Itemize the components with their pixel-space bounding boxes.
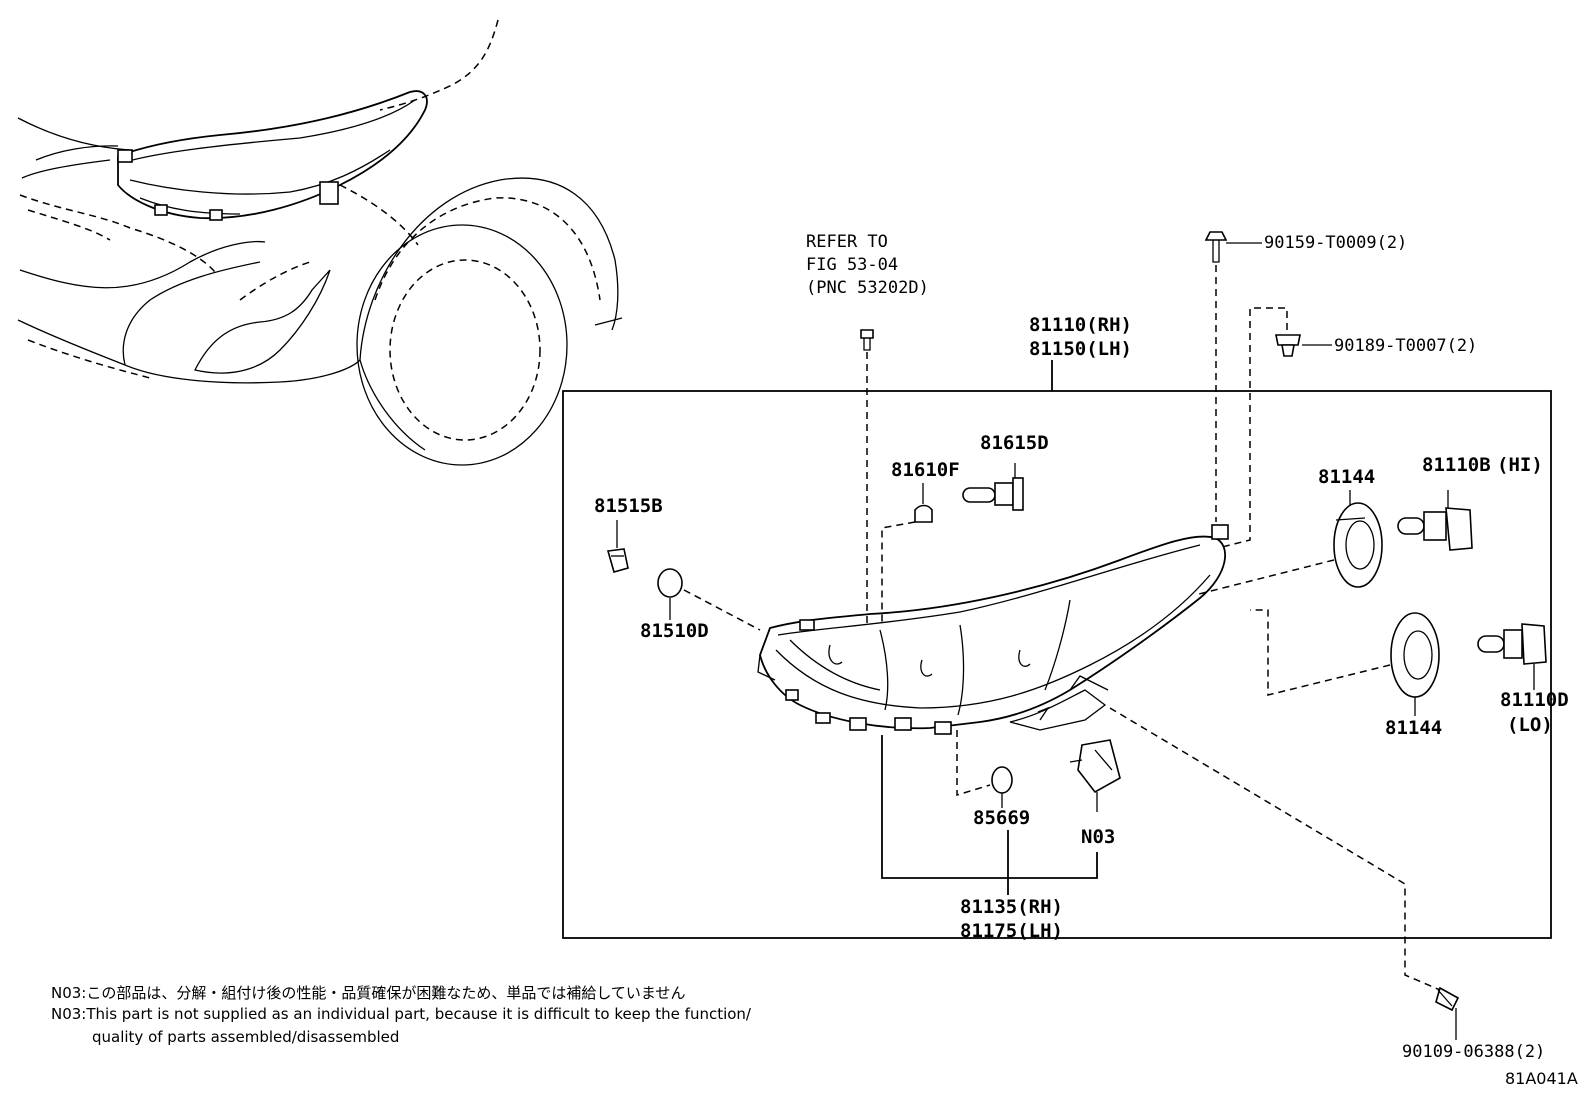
part-label-81110-rh: 81110(RH) [1029, 314, 1132, 336]
bulb-81110b-icon [1397, 490, 1473, 551]
part-label-81515b: 81515B [594, 495, 663, 517]
figure-code: 81A041A [1505, 1069, 1578, 1088]
part-label-81150-lh: 81150(LH) [1029, 338, 1132, 360]
refer-screw-icon [860, 329, 874, 351]
vehicle-front-illustration [17, 19, 623, 466]
assembly-box [562, 390, 1552, 939]
part-label-81510d: 81510D [640, 620, 709, 642]
bolt-90109-icon [1435, 986, 1460, 1012]
clip-90189-icon [1275, 334, 1301, 357]
part-label-81110d-lo: (LO) [1507, 714, 1553, 736]
bulb-81610f-icon [914, 504, 933, 523]
cap-81144-lower-icon [1390, 612, 1440, 698]
bulb-81615d-icon [962, 463, 1024, 511]
part-label-81615d: 81615D [980, 432, 1049, 454]
part-label-90189: 90189-T0007(2) [1334, 336, 1477, 356]
bolt-90159-icon [1204, 231, 1228, 263]
refer-line-1: REFER TO [806, 232, 888, 252]
part-label-81144-upper: 81144 [1318, 466, 1375, 488]
part-label-81110b-hi: (HI) [1497, 454, 1543, 476]
note-jp: N03:この部品は、分解・組付け後の性能・品質確保が困難なため、単品では補給して… [51, 984, 686, 1002]
part-label-81144-lower: 81144 [1385, 717, 1442, 739]
part-label-90109: 90109-06388(2) [1402, 1042, 1545, 1062]
bulb-81110d-icon [1477, 623, 1547, 690]
part-label-n03: N03 [1081, 826, 1115, 848]
ring-85669-icon [991, 766, 1013, 794]
part-label-81135-rh: 81135(RH) [960, 896, 1063, 918]
part-label-81175-lh: 81175(LH) [960, 920, 1063, 942]
note-en-line-2: quality of parts assembled/disassembled [92, 1028, 400, 1046]
refer-line-3: (PNC 53202D) [806, 278, 929, 298]
part-label-90159: 90159-T0009(2) [1264, 233, 1407, 253]
cap-81144-upper-icon [1333, 502, 1383, 588]
refer-line-2: FIG 53-04 [806, 255, 898, 275]
part-label-81610f: 81610F [891, 459, 960, 481]
note-en-line-1: N03:This part is not supplied as an indi… [51, 1005, 751, 1023]
leveling-motor-n03-icon [1069, 739, 1121, 794]
socket-81515b-icon [606, 548, 629, 573]
part-label-81110d: 81110D [1500, 689, 1569, 711]
headlamp-assembly [757, 524, 1229, 735]
part-label-81110b: 81110B [1422, 454, 1491, 476]
part-label-85669: 85669 [973, 807, 1030, 829]
bulb-81510d-icon [657, 568, 683, 598]
